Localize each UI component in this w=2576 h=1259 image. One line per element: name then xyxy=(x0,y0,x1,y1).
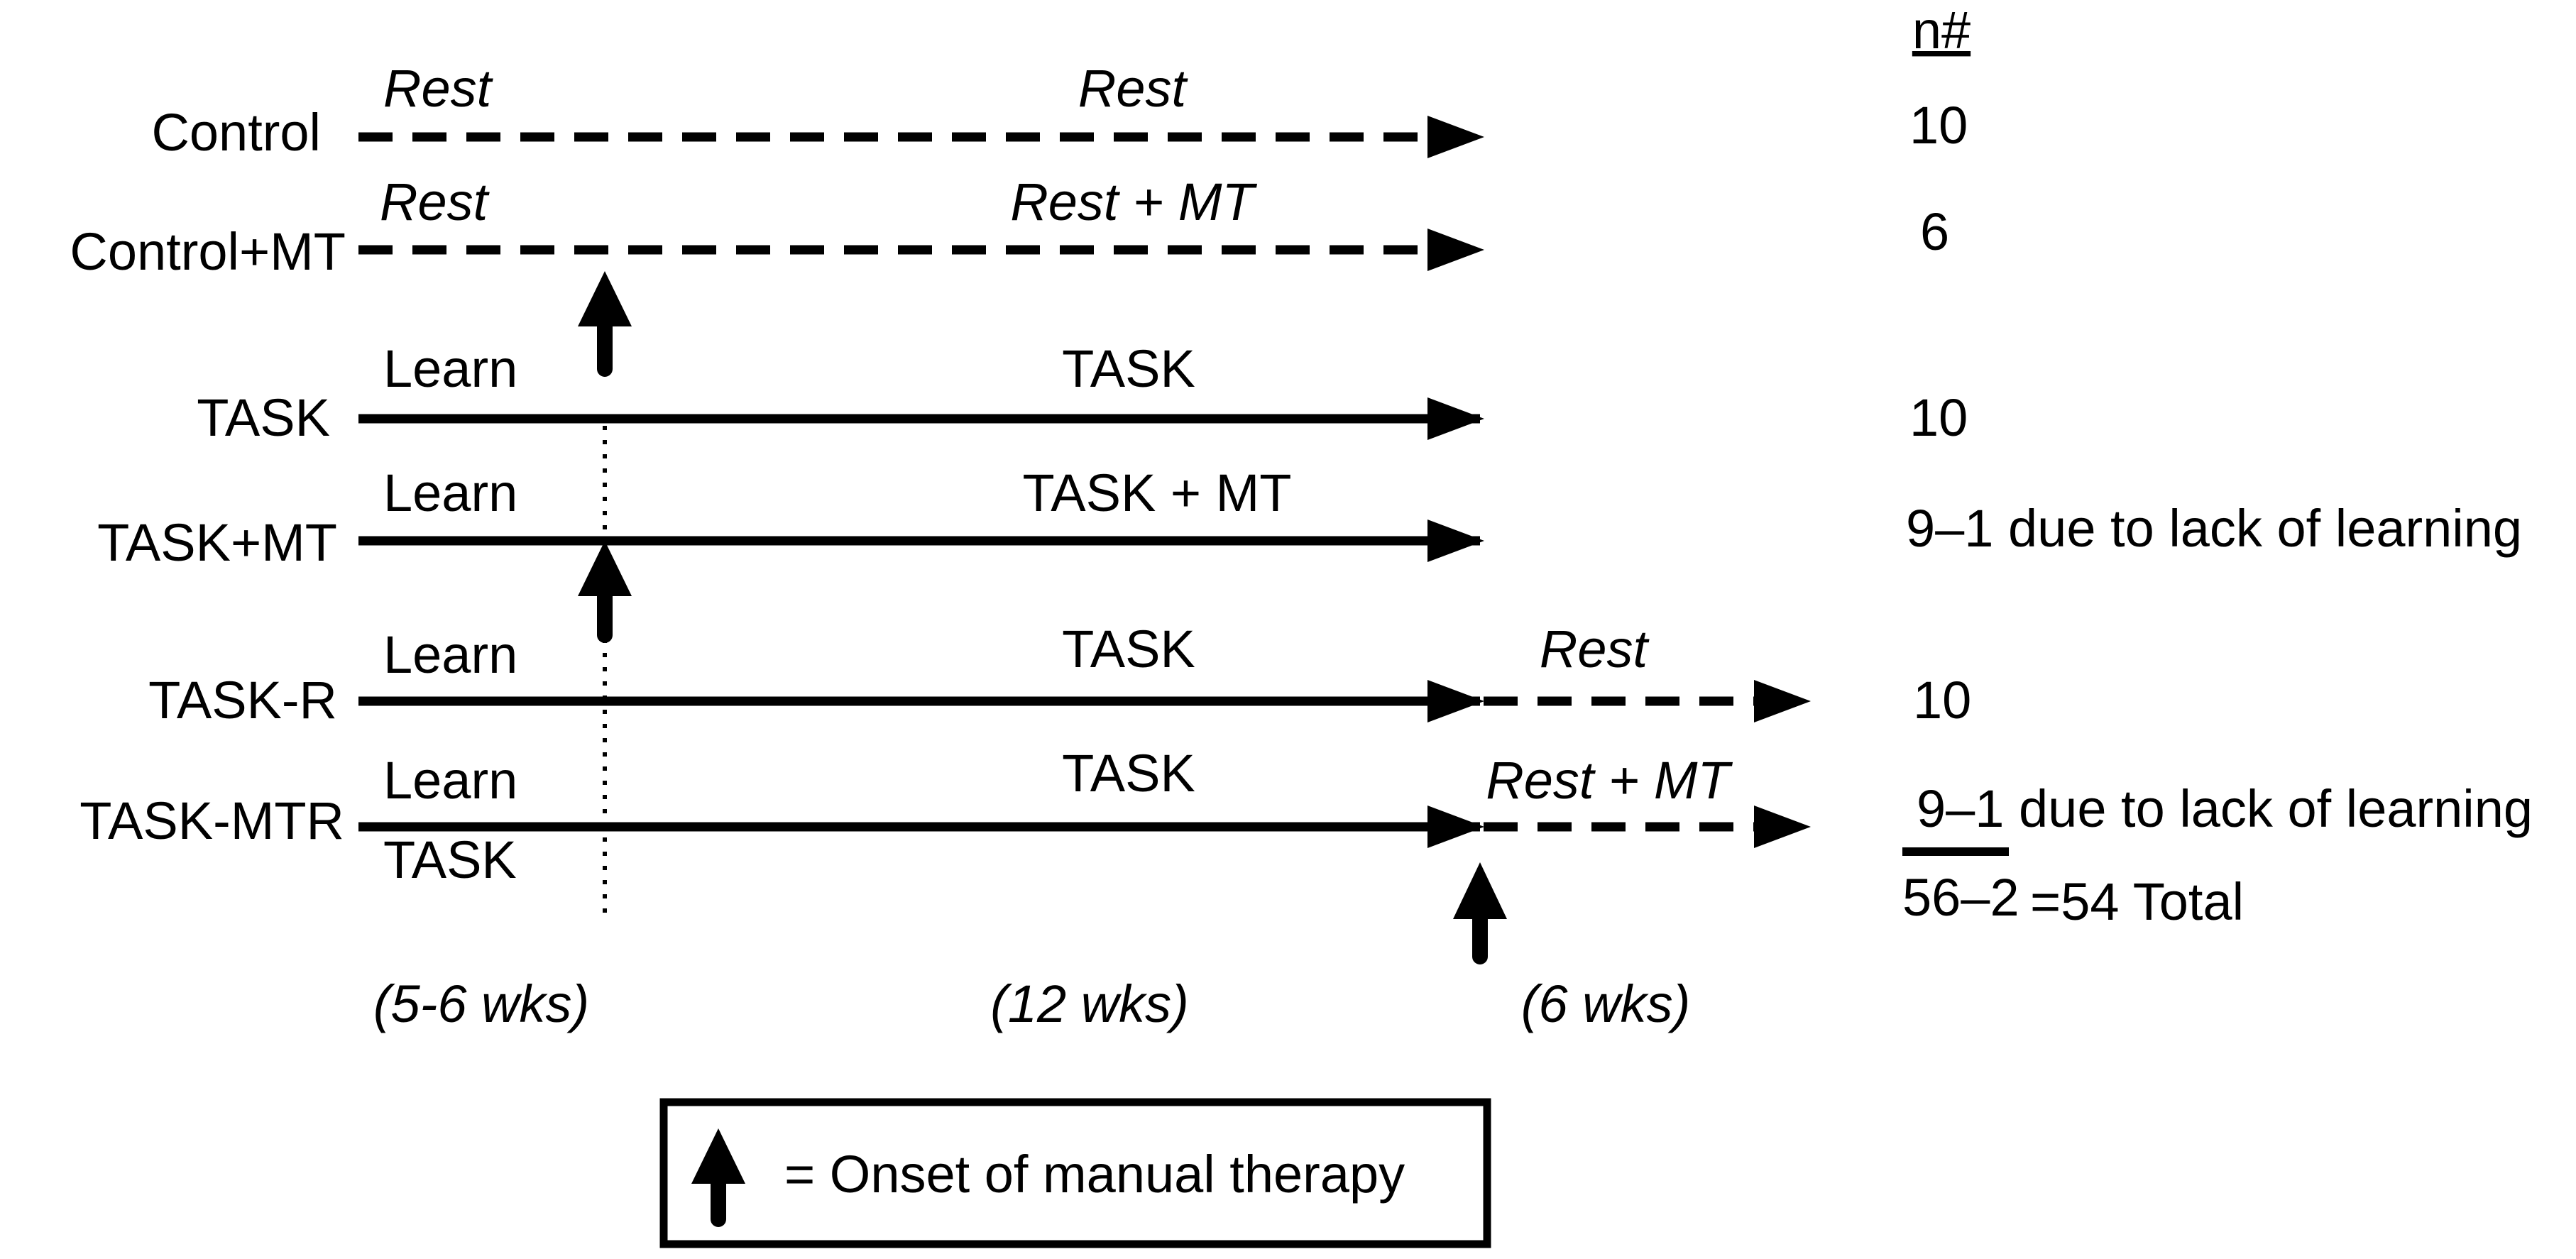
mt-onset-arrow-icon xyxy=(578,271,632,377)
row-task-mtr: TASK-MTR Learn TASK TASK Rest + MT 9–1 d… xyxy=(80,744,2533,889)
legend: = Onset of manual therapy xyxy=(659,1098,1491,1248)
mt-onset-arrow-icon xyxy=(1453,862,1507,964)
group-label-task: TASK xyxy=(197,388,330,447)
n-column-header: n# xyxy=(1912,1,1971,60)
group-label-control: Control xyxy=(151,103,321,162)
row-control-mt: Control+MT Rest Rest + MT 6 xyxy=(70,172,1949,281)
phase1-label-task-r: Learn xyxy=(383,625,517,684)
phase2-label-task-r: TASK xyxy=(1062,620,1195,678)
phase1-label-control: Rest xyxy=(383,59,494,118)
duration-rest: (6 wks) xyxy=(1521,974,1690,1033)
n-control-mt: 6 xyxy=(1920,202,1949,261)
phase3-label-task-r: Rest xyxy=(1540,620,1650,678)
duration-main: (12 wks) xyxy=(990,974,1189,1033)
phase1-label-task-mt: Learn xyxy=(383,463,517,522)
phase2-label-control: Rest xyxy=(1078,59,1189,118)
legend-box xyxy=(659,1098,1491,1248)
duration-learn: (5-6 wks) xyxy=(373,974,589,1033)
n-control: 10 xyxy=(1909,96,1968,155)
phase2-label-control-mt: Rest + MT xyxy=(1010,172,1257,231)
phase1b-label-task-mtr: TASK xyxy=(383,830,517,889)
phase2-label-task-mtr: TASK xyxy=(1062,744,1195,803)
total-result: =54 Total xyxy=(2030,872,2244,931)
mt-onset-arrow-icon xyxy=(691,1128,745,1227)
n-task-r: 10 xyxy=(1913,671,1971,730)
group-label-control-mt: Control+MT xyxy=(70,222,346,281)
row-task-mt: TASK+MT Learn TASK + MT 9–1 due to lack … xyxy=(97,463,2522,572)
group-label-task-mt: TASK+MT xyxy=(97,513,337,572)
phase1-label-task-mtr: Learn xyxy=(383,751,517,810)
legend-text: = Onset of manual therapy xyxy=(784,1145,1405,1204)
row-control: Control Rest Rest 10 xyxy=(151,59,1968,162)
row-task: TASK Learn TASK 10 xyxy=(197,339,1968,447)
phase3-label-task-mtr: Rest + MT xyxy=(1486,751,1733,810)
phase1-label-task: Learn xyxy=(383,339,517,398)
row-task-r: TASK-R Learn TASK Rest 10 xyxy=(148,620,1971,730)
group-label-task-mtr: TASK-MTR xyxy=(80,791,344,850)
phase2-label-task: TASK xyxy=(1062,339,1195,398)
n-task-mt: 9–1 due to lack of learning xyxy=(1906,499,2522,558)
group-label-task-r: TASK-R xyxy=(148,671,337,730)
phase1-label-control-mt: Rest xyxy=(380,172,490,231)
n-task: 10 xyxy=(1909,388,1968,447)
phase2-label-task-mt: TASK + MT xyxy=(1023,463,1292,522)
n-task-mtr: 9–1 due to lack of learning xyxy=(1917,779,2533,838)
total-subtraction: 56–2 xyxy=(1902,868,2019,927)
